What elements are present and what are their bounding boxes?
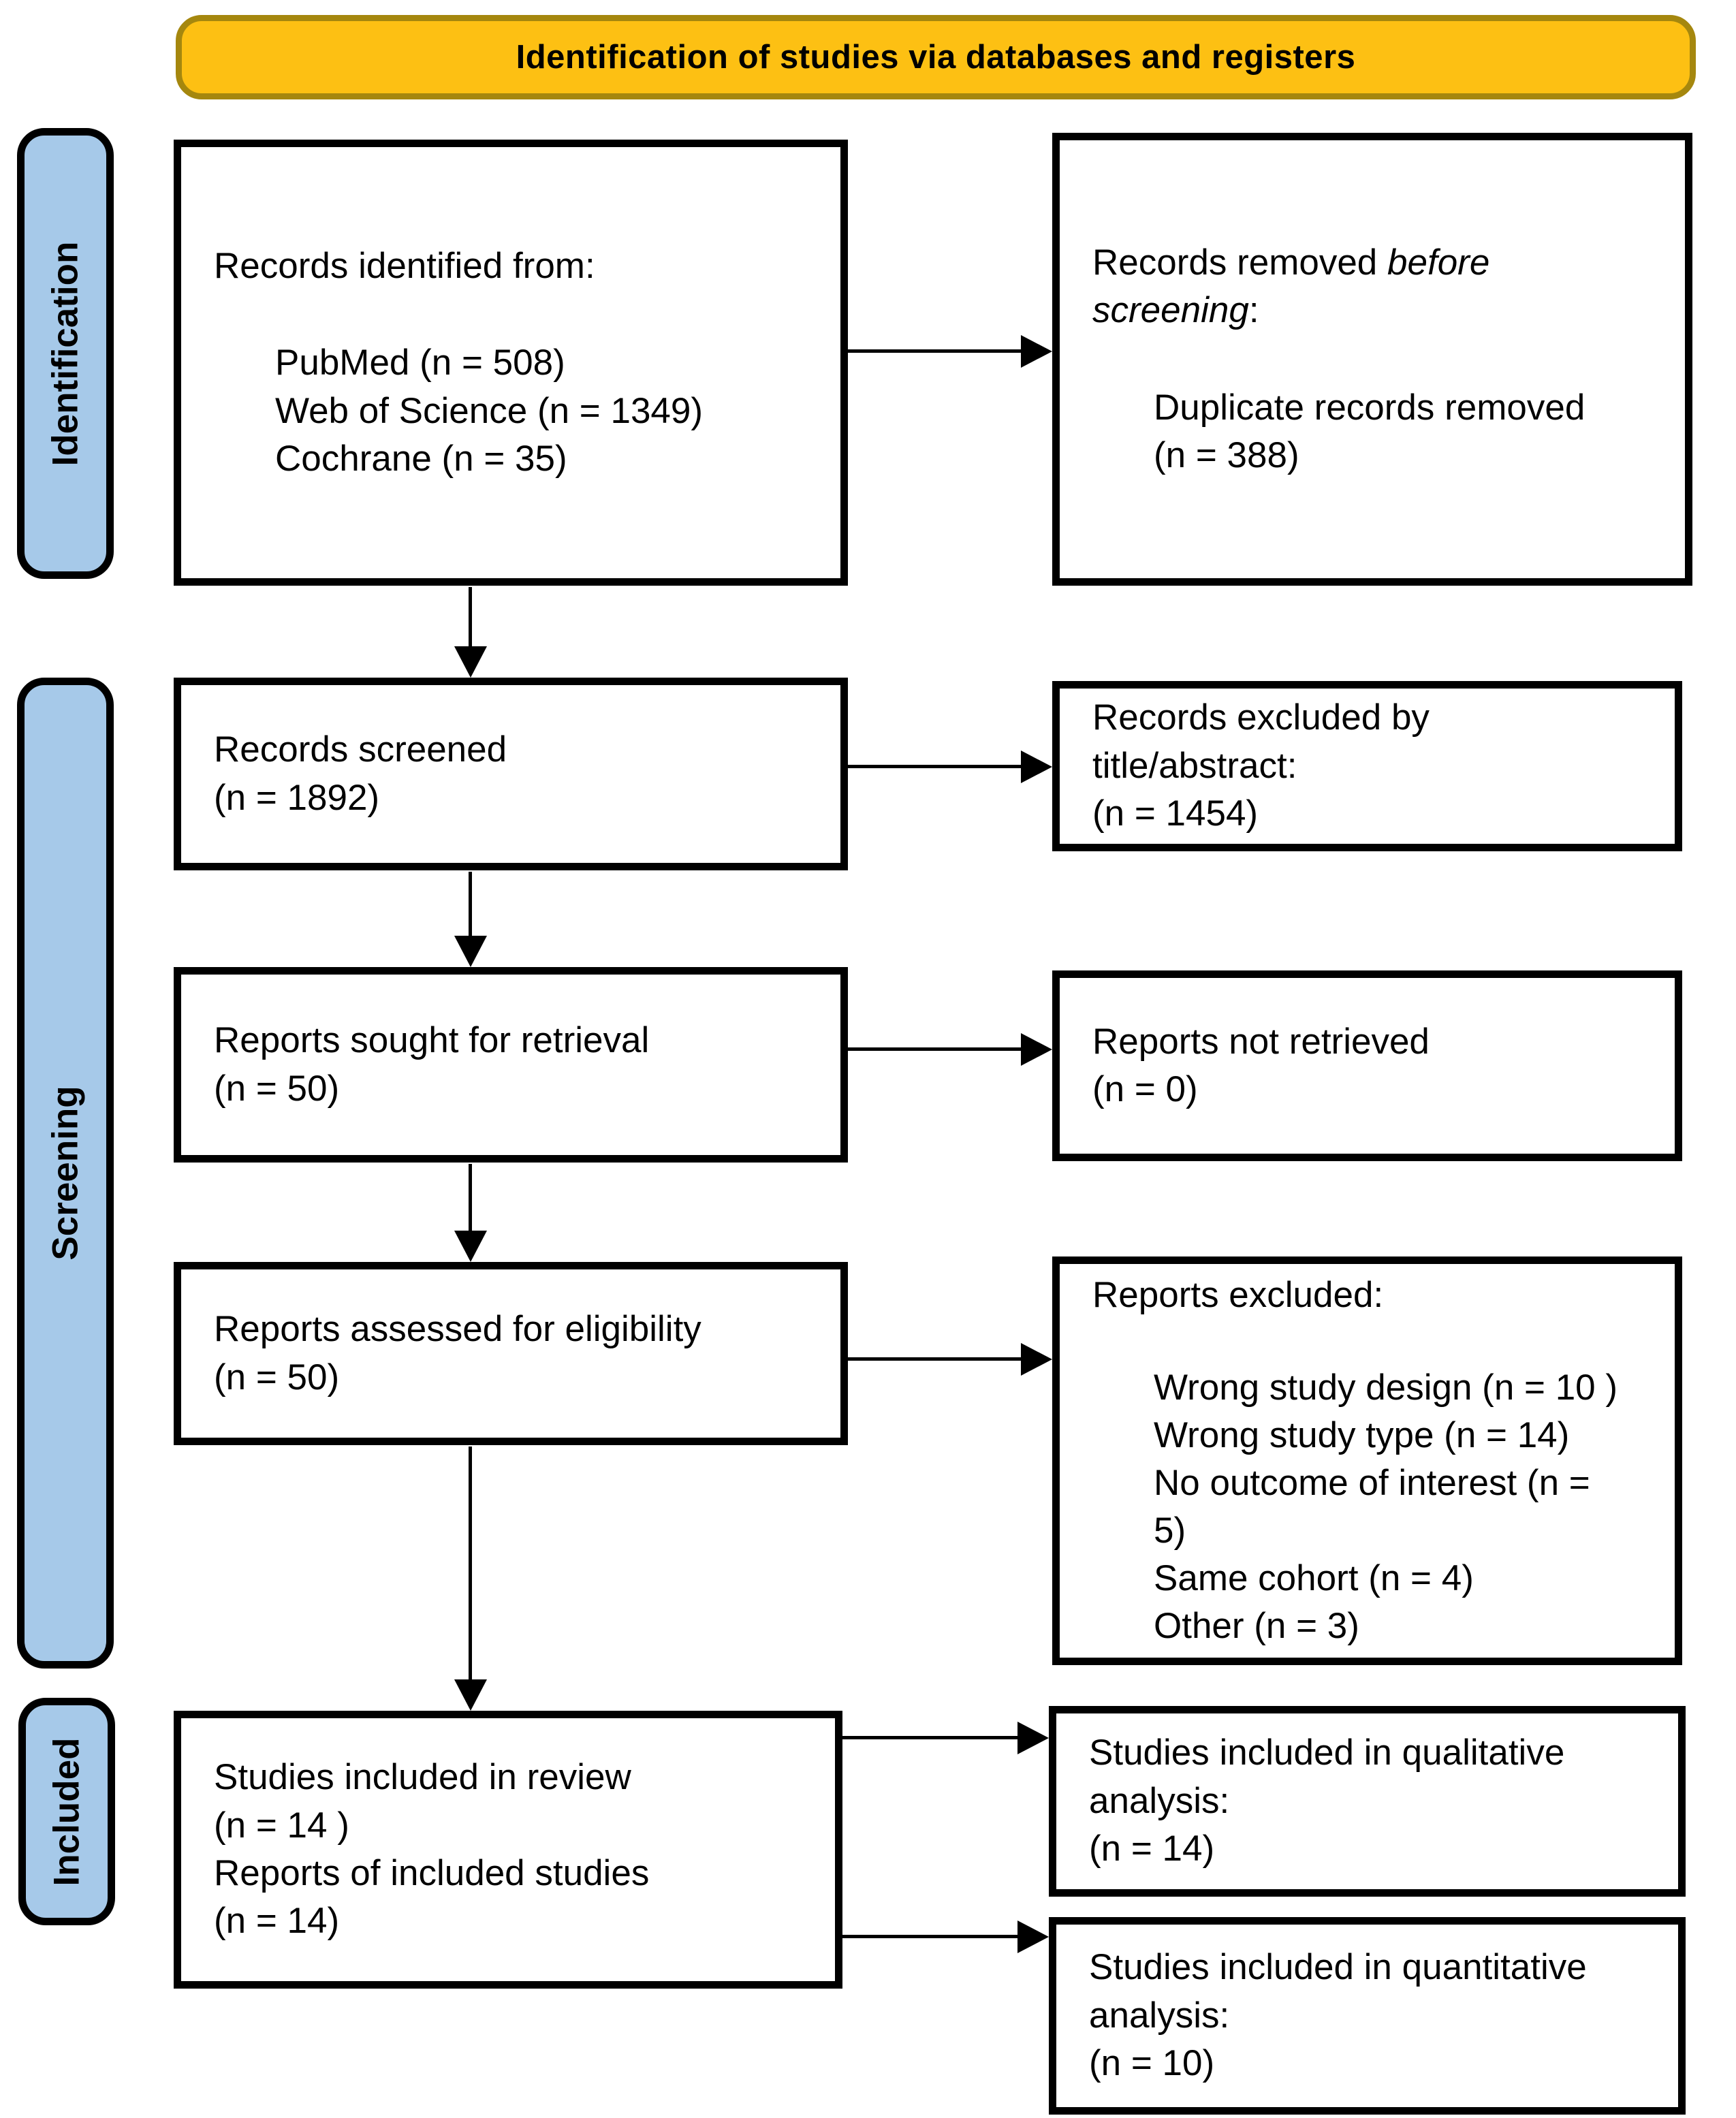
stage-label-screening: Screening	[17, 678, 114, 1669]
records-screened-text: Records screened(n = 1892)	[214, 729, 507, 818]
box-records-screened: Records screened(n = 1892)	[174, 678, 848, 870]
records-identified-sources: PubMed (n = 508)Web of Science (n = 1349…	[275, 343, 704, 479]
reports-excluded-intro: Reports excluded:	[1092, 1275, 1384, 1316]
arrow-right-identified-to-removed	[848, 335, 1052, 368]
stage-label-included: Included	[18, 1698, 115, 1925]
box-records-identified: Records identified from: PubMed (n = 508…	[174, 140, 848, 586]
reports-assessed-text: Reports assessed for eligibility(n = 50)	[214, 1309, 701, 1397]
box-reports-assessed-for-eligibility: Reports assessed for eligibility(n = 50)	[174, 1262, 848, 1445]
reports-not-retrieved-text: Reports not retrieved(n = 0)	[1092, 1021, 1430, 1109]
reports-excluded-reasons: Wrong study design (n = 10 )Wrong study …	[1154, 1368, 1618, 1646]
arrow-down-screened-to-sought	[454, 872, 487, 967]
stage-label-screening-text: Screening	[45, 1086, 86, 1261]
stage-label-included-text: Included	[46, 1737, 87, 1886]
arrow-right-sought-to-not-retrieved	[848, 1033, 1052, 1066]
arrow-right-included-to-quantitative	[842, 1921, 1049, 1953]
box-studies-included-in-review: Studies included in review(n = 14 )Repor…	[174, 1711, 842, 1989]
records-identified-intro: Records identified from:	[214, 245, 595, 286]
records-removed-items: Duplicate records removed (n = 388)	[1154, 387, 1585, 475]
arrow-down-identified-to-screened	[454, 587, 487, 678]
box-reports-sought-for-retrieval: Reports sought for retrieval(n = 50)	[174, 967, 848, 1163]
banner: Identification of studies via databases …	[176, 15, 1696, 99]
arrow-down-assessed-to-included	[454, 1447, 487, 1711]
banner-title: Identification of studies via databases …	[516, 39, 1356, 76]
records-removed-intro-italic: before screening	[1092, 242, 1490, 331]
arrow-right-screened-to-excluded	[848, 750, 1052, 783]
studies-included-text: Studies included in review(n = 14 )Repor…	[214, 1757, 650, 1942]
arrow-right-included-to-qualitative	[842, 1722, 1049, 1754]
arrow-down-sought-to-assessed	[454, 1164, 487, 1262]
box-reports-excluded: Reports excluded: Wrong study design (n …	[1052, 1256, 1682, 1665]
reports-sought-text: Reports sought for retrieval(n = 50)	[214, 1020, 650, 1109]
stage-label-identification-text: Identification	[45, 241, 86, 466]
arrow-right-assessed-to-excluded	[848, 1343, 1052, 1376]
box-reports-not-retrieved: Reports not retrieved(n = 0)	[1052, 970, 1682, 1161]
stage-label-identification: Identification	[17, 128, 114, 579]
box-records-removed-before-screening: Records removed before screening: Duplic…	[1052, 133, 1692, 586]
records-removed-intro: Records removed before screening:	[1092, 242, 1490, 331]
